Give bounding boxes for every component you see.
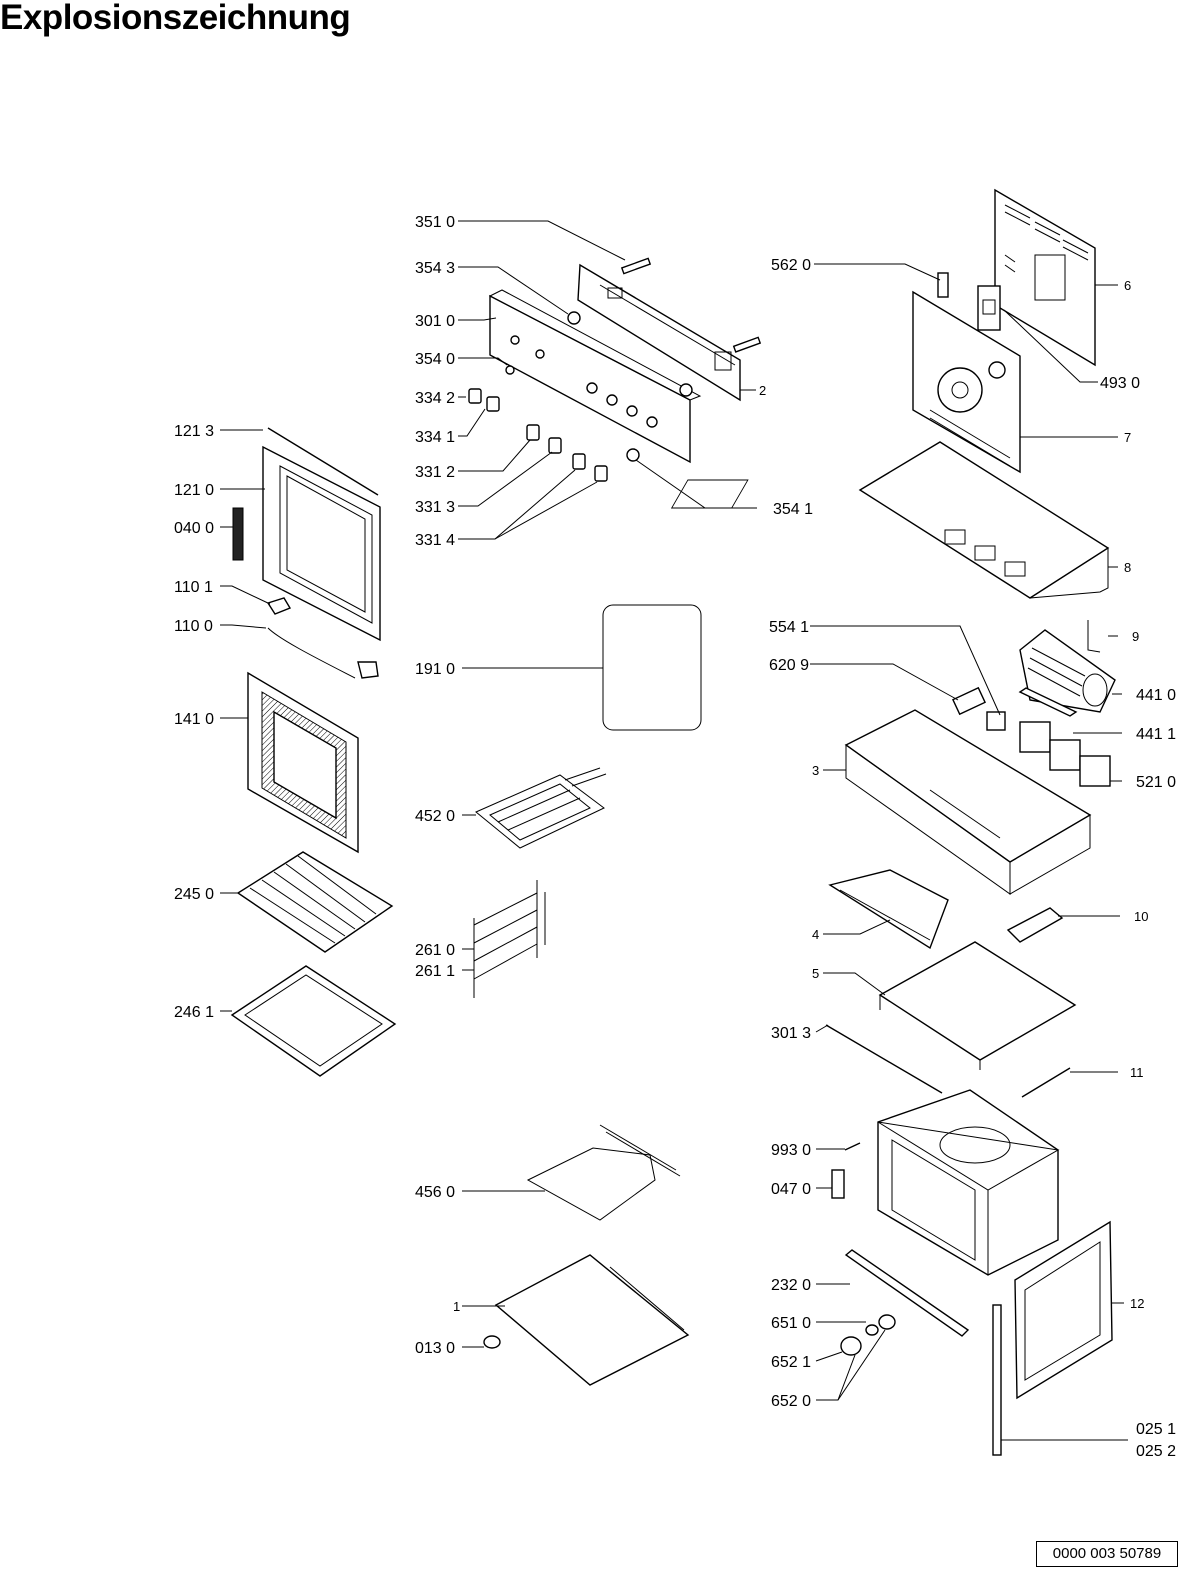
label-456-0: 456 0 [415, 1184, 455, 1201]
label-261-0: 261 0 [415, 942, 455, 959]
label-013-0: 013 0 [415, 1340, 455, 1357]
label-562-0: 562 0 [771, 257, 811, 274]
label-121-0: 121 0 [174, 482, 214, 499]
label-191-0: 191 0 [415, 661, 455, 678]
label-110-1: 110 1 [174, 579, 213, 596]
label-331-4: 331 4 [415, 532, 455, 549]
label-354-3: 354 3 [415, 260, 455, 277]
label-246-1: 246 1 [174, 1004, 214, 1021]
label-354-0: 354 0 [415, 351, 455, 368]
rear-top-assembly [670, 188, 1110, 599]
label-331-3: 331 3 [415, 499, 455, 516]
label-261-1: 261 1 [415, 963, 455, 980]
label-232-0: 232 0 [771, 1277, 811, 1294]
label-452-0: 452 0 [415, 808, 455, 825]
label-121-3: 121 3 [174, 423, 214, 440]
label-334-2: 334 2 [415, 390, 455, 407]
label-047-0: 047 0 [771, 1181, 811, 1198]
label-301-3: 301 3 [771, 1025, 811, 1042]
housing-assembly [825, 620, 1116, 1456]
label-354-1: 354 1 [773, 501, 813, 518]
label-651-0: 651 0 [771, 1315, 811, 1332]
label-493-0: 493 0 [1100, 375, 1140, 392]
label-993-0: 993 0 [771, 1142, 811, 1159]
middle-parts [473, 604, 702, 1386]
part-labels: 351 0 354 3 301 0 354 0 334 2 334 1 331 … [174, 214, 1176, 1460]
label-331-2: 331 2 [415, 464, 455, 481]
label-5: 5 [812, 966, 819, 981]
label-245-0: 245 0 [174, 886, 214, 903]
label-9: 9 [1132, 629, 1139, 644]
label-7: 7 [1124, 430, 1131, 445]
control-panel-assembly [468, 257, 762, 482]
label-4: 4 [812, 927, 819, 942]
document-number-box: 0000 003 50789 [1036, 1541, 1178, 1567]
door-assembly [232, 427, 381, 854]
label-8: 8 [1124, 560, 1131, 575]
label-025-1: 025 1 [1136, 1421, 1176, 1438]
label-652-1: 652 1 [771, 1354, 811, 1371]
label-351-0: 351 0 [415, 214, 455, 231]
label-12: 12 [1130, 1296, 1144, 1311]
label-110-0: 110 0 [174, 618, 213, 635]
label-040-0: 040 0 [174, 520, 214, 537]
label-521-0: 521 0 [1136, 774, 1176, 791]
label-301-0: 301 0 [415, 313, 455, 330]
page-title: Explosionszeichnung [0, 0, 351, 37]
label-3: 3 [812, 763, 819, 778]
label-620-9: 620 9 [769, 657, 809, 674]
label-2: 2 [759, 383, 766, 398]
label-334-1: 334 1 [415, 429, 455, 446]
label-652-0: 652 0 [771, 1393, 811, 1410]
label-441-1: 441 1 [1136, 726, 1176, 743]
leader-lines [220, 220, 1128, 1441]
rack-tray-assembly [230, 851, 397, 1077]
label-025-2: 025 2 [1136, 1443, 1176, 1460]
label-441-0: 441 0 [1136, 687, 1176, 704]
label-554-1: 554 1 [769, 619, 809, 636]
label-11: 11 [1130, 1065, 1144, 1080]
label-141-0: 141 0 [174, 711, 214, 728]
label-6: 6 [1124, 278, 1131, 293]
label-10: 10 [1134, 909, 1148, 924]
label-1: 1 [453, 1299, 460, 1314]
